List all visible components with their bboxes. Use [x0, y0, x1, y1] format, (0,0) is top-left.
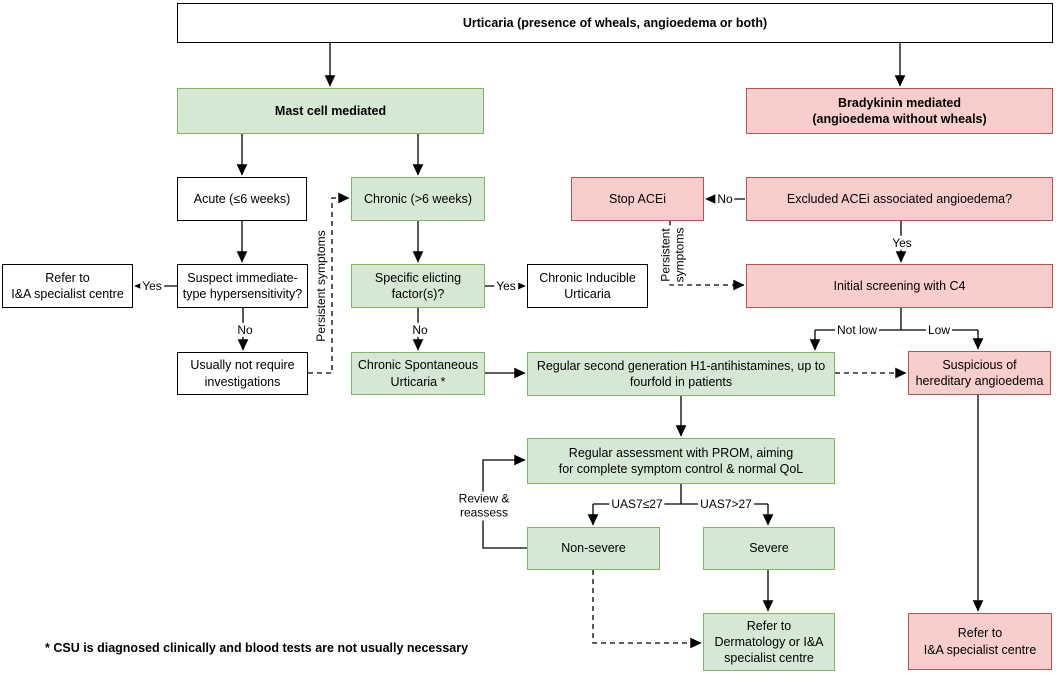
- refer-ia-right-box: Refer to I&A specialist centre: [908, 613, 1052, 670]
- refer-ia-left-box: Refer to I&A specialist centre: [2, 264, 133, 308]
- antihistamines-box: Regular second generation H1-antihistami…: [527, 352, 835, 396]
- edge-label-uas7-le-27: UAS7≤27: [609, 496, 665, 512]
- stop-acei-box: Stop ACEi: [571, 177, 704, 221]
- mast-cell-box: Mast cell mediated: [177, 88, 484, 134]
- refer-dermatology-box: Refer to Dermatology or I&A specialist c…: [703, 613, 835, 671]
- edge-label-persistent-symptoms-right: Persistent symptoms: [658, 225, 688, 285]
- edge-label-no-suspect: No: [235, 322, 255, 338]
- edge-label-no-excluded: No: [715, 191, 735, 207]
- edge-label-yes-suspect: Yes: [140, 278, 164, 294]
- edge-label-no-specific: No: [410, 322, 430, 338]
- prom-assessment-box: Regular assessment with PROM, aiming for…: [527, 438, 835, 484]
- acute-box: Acute (≤6 weeks): [177, 177, 307, 221]
- urticaria-title-box: Urticaria (presence of wheals, angioedem…: [177, 3, 1053, 43]
- no-investigations-box: Usually not require investigations: [177, 352, 308, 395]
- edge-label-review-reassess: Review & reassess: [456, 491, 512, 521]
- csu-footnote: * CSU is diagnosed clinically and blood …: [45, 641, 469, 655]
- non-severe-box: Non-severe: [527, 527, 660, 570]
- edge-label-uas7-gt-27: UAS7>27: [698, 496, 754, 512]
- edge-label-yes-specific: Yes: [494, 278, 518, 294]
- severe-box: Severe: [703, 527, 835, 570]
- suspect-hypersensitivity-box: Suspect immediate- type hypersensitivity…: [177, 264, 308, 308]
- chronic-spontaneous-box: Chronic Spontaneous Urticaria *: [351, 352, 485, 395]
- bradykinin-box: Bradykinin mediated (angioedema without …: [746, 88, 1053, 134]
- edge-label-not-low: Not low: [834, 322, 880, 338]
- initial-screening-box: Initial screening with C4: [746, 264, 1053, 308]
- edge-label-persistent-symptoms-left: Persistent symptoms: [313, 228, 329, 344]
- dashed-arrow-nonsevere-to-derm: [592, 570, 702, 649]
- chronic-inducible-box: Chronic Inducible Urticaria: [527, 264, 648, 308]
- edge-label-low: Low: [925, 322, 953, 338]
- dashed-arrow-persistent-left: [308, 192, 350, 374]
- specific-factor-box: Specific elicting factor(s)?: [351, 264, 485, 308]
- chronic-box: Chronic (>6 weeks): [351, 177, 485, 221]
- edge-label-yes-excluded: Yes: [890, 235, 914, 251]
- excluded-acei-box: Excluded ACEi associated angioedema?: [746, 177, 1053, 221]
- suspicious-hae-box: Suspicious of hereditary angioedema: [908, 351, 1051, 395]
